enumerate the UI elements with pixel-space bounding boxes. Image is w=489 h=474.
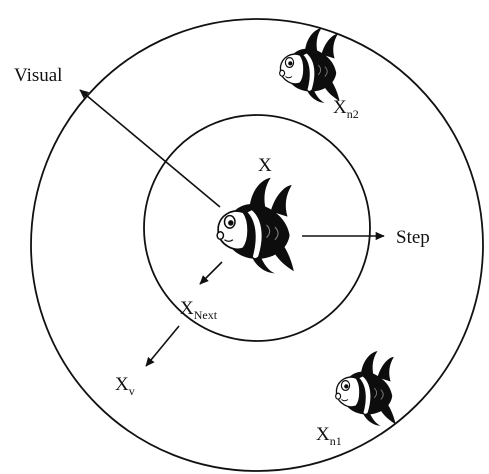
step-label: Step bbox=[396, 227, 430, 248]
neighbor-fish-2-label: Xn2 bbox=[333, 97, 359, 121]
visual-range-circle bbox=[30, 18, 484, 472]
fish-icon bbox=[279, 27, 341, 104]
next-position-arrow bbox=[199, 261, 223, 285]
fish-icon bbox=[335, 350, 397, 427]
next-position-label: XNext bbox=[180, 298, 218, 322]
visual-point-arrow bbox=[145, 325, 180, 367]
step-range-circle bbox=[143, 114, 371, 342]
visual-point-label: Xv bbox=[115, 374, 135, 398]
neighbor-fish-1-label: Xn1 bbox=[316, 424, 342, 448]
visual-label: Visual bbox=[14, 65, 62, 86]
fish-icon bbox=[216, 176, 295, 275]
visual-arrow bbox=[79, 89, 221, 208]
current-position-label: X bbox=[258, 155, 272, 176]
